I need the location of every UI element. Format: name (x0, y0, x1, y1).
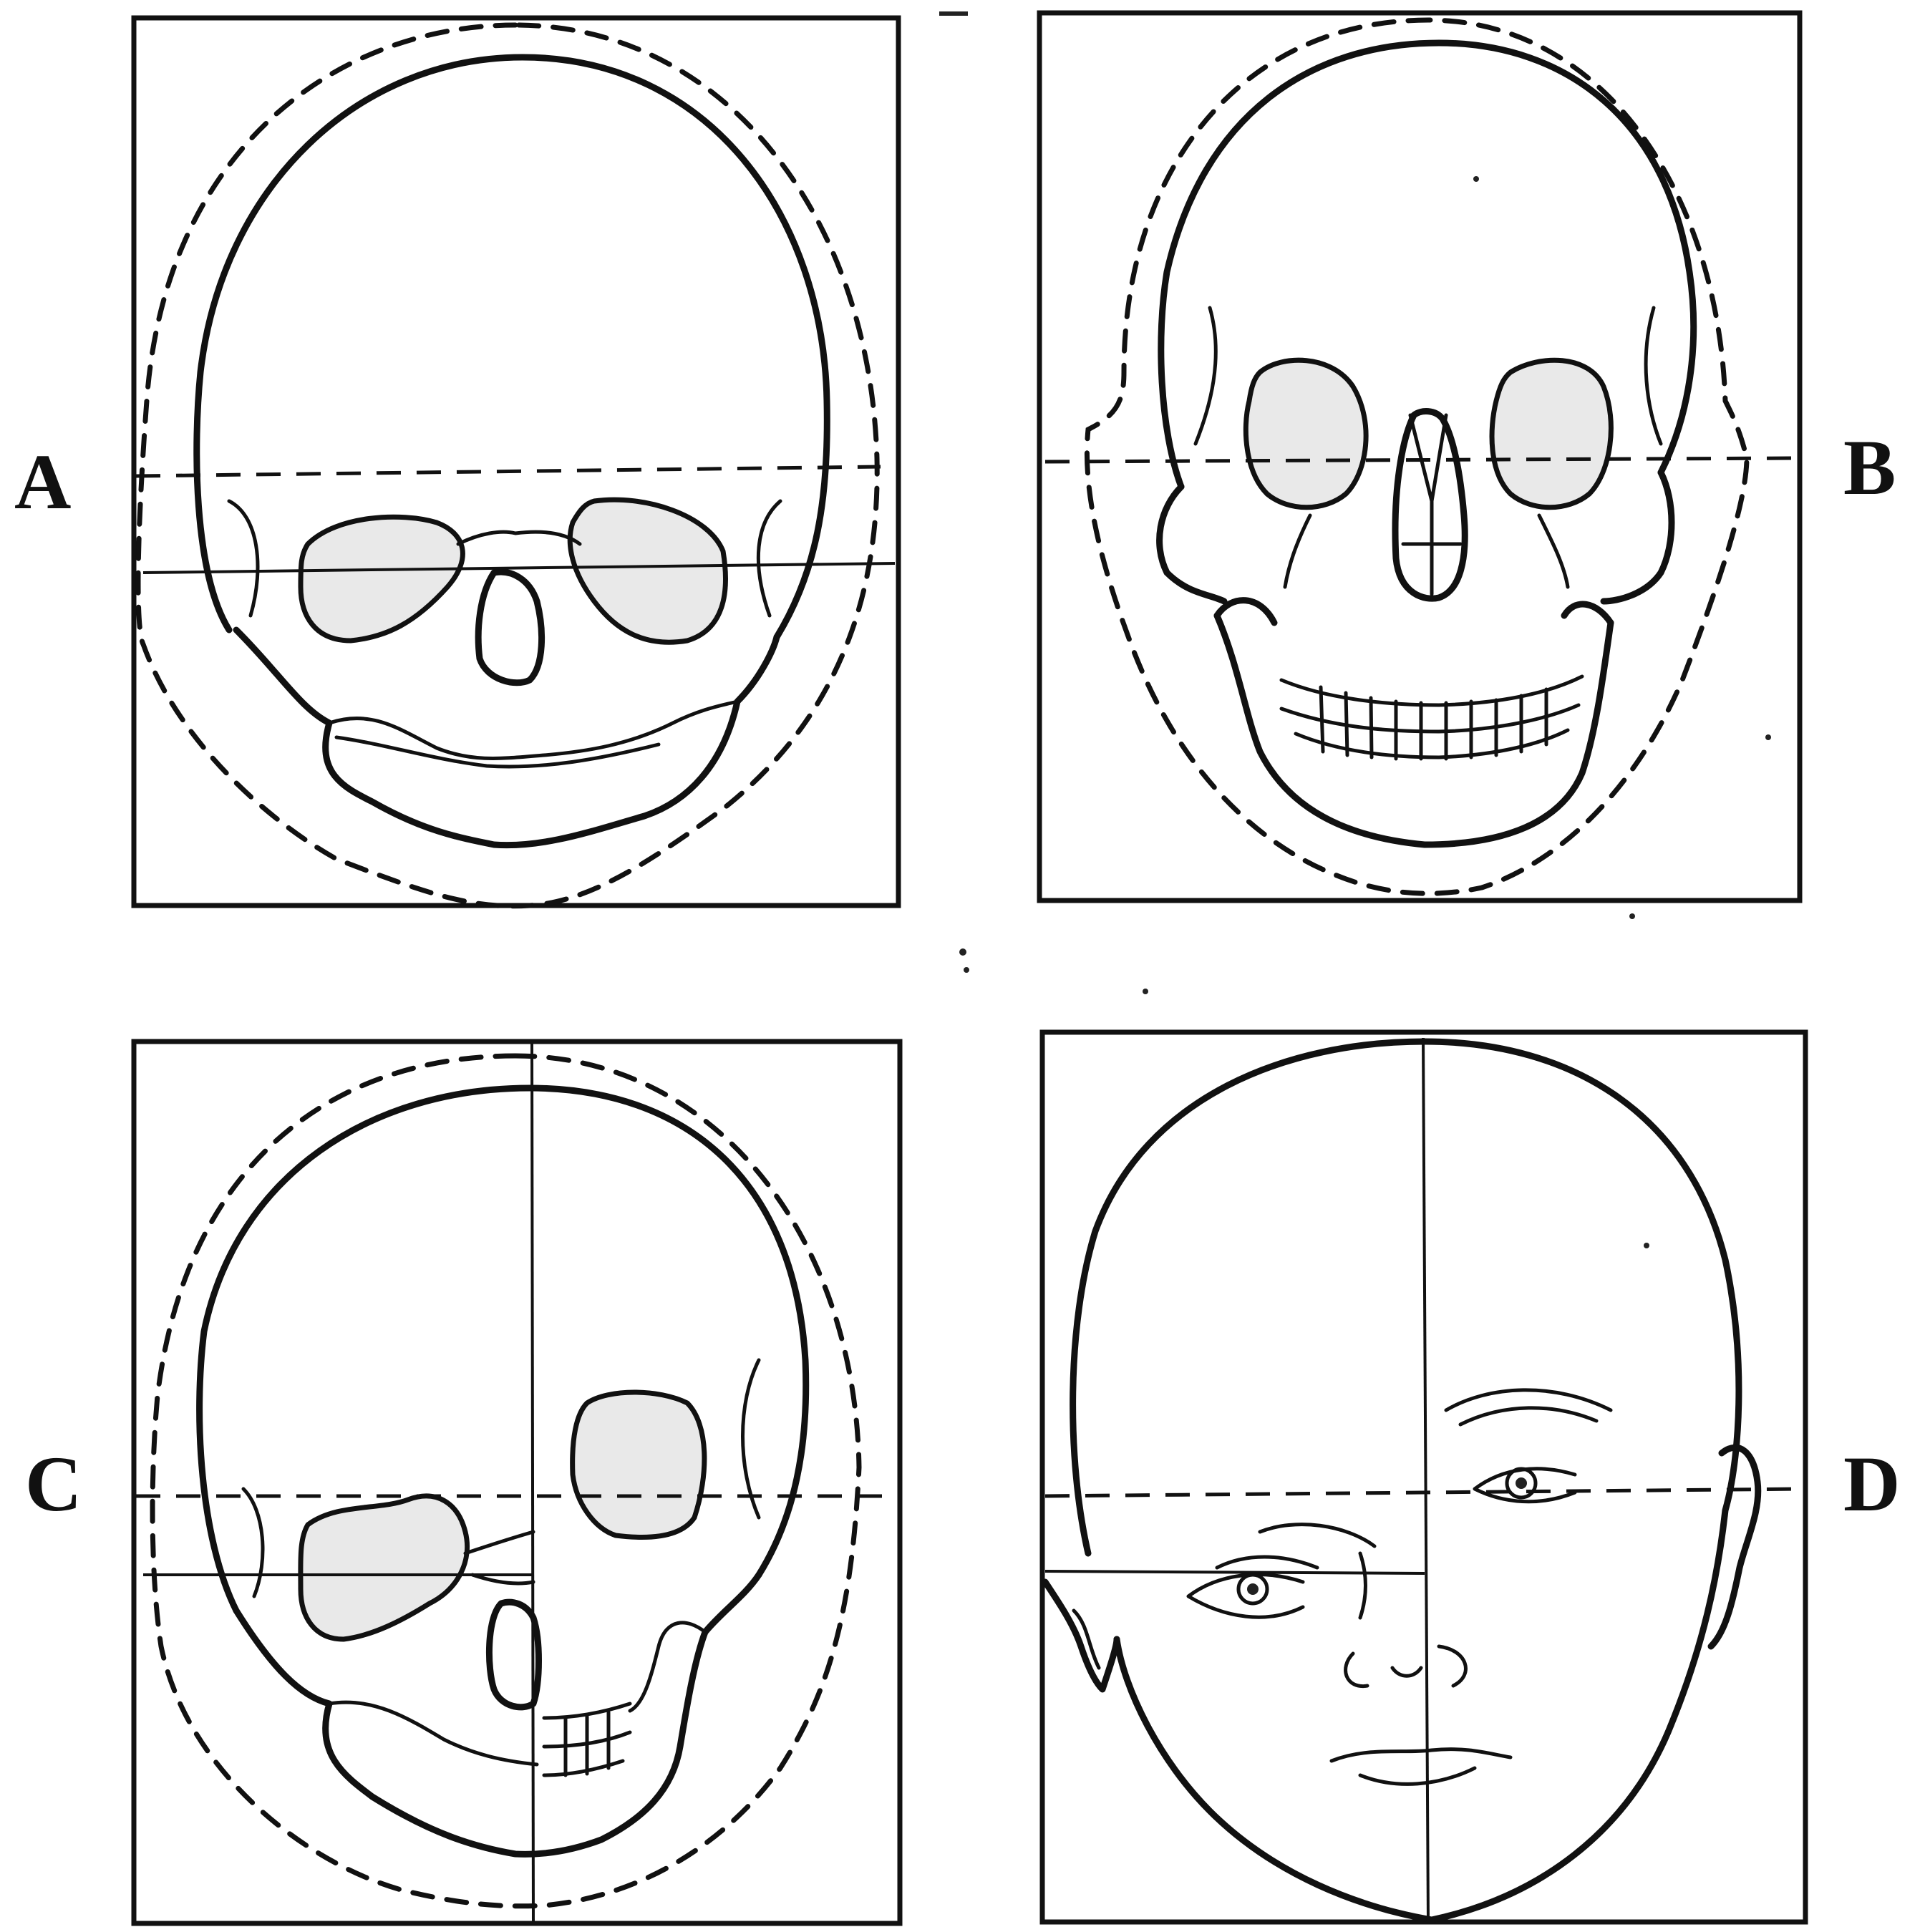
panel-b-cheek-line-left (1285, 515, 1310, 587)
panel-c-ear-right (743, 1360, 760, 1518)
panel-b: B (1039, 13, 1896, 901)
panel-c-head-outline (152, 1056, 859, 1906)
panel-a-jaw (236, 630, 777, 845)
panel-a-orbit-right (570, 500, 725, 642)
panel-c-midline (532, 1042, 533, 1926)
panel-a-frame (134, 18, 898, 906)
panel-c-upper-jaw (329, 1702, 537, 1764)
panel-d-lid-left (1217, 1557, 1317, 1568)
panel-a-brow-bridge (458, 532, 580, 544)
panel-a-teeth-line (329, 702, 737, 758)
panel-a-ear-left (229, 501, 258, 616)
panel-d: D (1042, 1032, 1900, 1922)
panel-c-frame (134, 1042, 900, 1923)
panel-d-guide-lower (1045, 1571, 1425, 1573)
panel-c-ear-left (243, 1489, 263, 1596)
panel-b-cheeks (1160, 472, 1672, 601)
print-specks (939, 11, 1771, 1248)
panel-c-nasal-cavity (489, 1602, 538, 1707)
panel-a-guide-upper (136, 467, 881, 476)
panel-a-label: A (14, 438, 71, 525)
panel-d-ear-left (1045, 1582, 1117, 1689)
panel-b-orbit-right (1492, 360, 1611, 508)
panel-b-ear-right (1646, 308, 1661, 444)
panel-a-skull-vault (197, 57, 828, 637)
panel-a-ear-right (758, 501, 780, 616)
panel-b-orbit-left (1246, 360, 1366, 508)
panel-b-label: B (1843, 424, 1896, 511)
panel-d-eyebrow-right-2 (1460, 1408, 1596, 1424)
panel-d-pupil-left (1247, 1583, 1259, 1595)
panel-a-orbit-left (301, 517, 462, 641)
panel-b-cheek-line-right (1539, 515, 1568, 587)
panel-b-ear-left (1196, 308, 1216, 444)
panel-d-label: D (1843, 1440, 1900, 1528)
panel-b-guide (1045, 458, 1797, 462)
panel-c-skull-vault (200, 1088, 806, 1611)
panel-d-mouth (1332, 1749, 1511, 1785)
panel-d-midline (1423, 1038, 1428, 1922)
panel-d-nose-side (1360, 1553, 1366, 1618)
panel-c: C (25, 1042, 900, 1926)
panel-c-label: C (25, 1440, 82, 1528)
panel-a-guide-lower (143, 563, 895, 573)
panel-d-nose (1346, 1646, 1466, 1686)
panel-a-teeth-line-2 (336, 737, 659, 767)
panel-d-pupil-right (1516, 1477, 1527, 1489)
panel-a: A (14, 18, 898, 906)
panel-b-skull-vault (1161, 43, 1694, 487)
panel-d-head-outline (1073, 1042, 1739, 1920)
panel-d-eyebrow-left (1260, 1525, 1374, 1546)
panel-c-orbit-left (301, 1496, 467, 1639)
panel-a-head-outline (138, 25, 877, 906)
panel-c-teeth (544, 1704, 630, 1775)
panel-c-orbit-right (573, 1392, 704, 1537)
panel-b-teeth (1281, 676, 1582, 759)
panel-b-ramus (1217, 601, 1611, 623)
panel-a-nasal-cavity (478, 572, 541, 683)
panel-d-eye-left (1188, 1575, 1303, 1618)
